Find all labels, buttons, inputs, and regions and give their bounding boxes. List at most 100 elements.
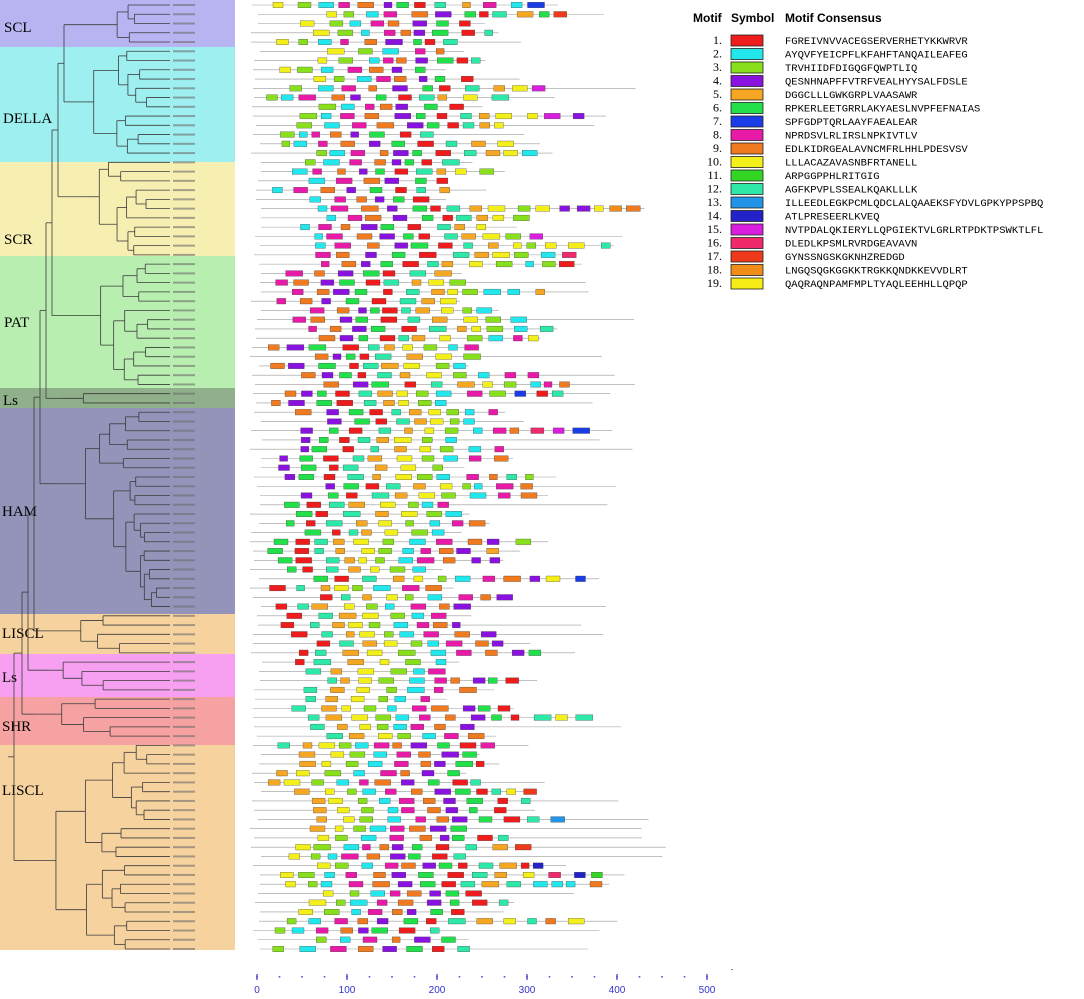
legend-motif-consensus: EDLKIDRGEALAVNCMFRLHHLPDESVSV — [785, 144, 968, 156]
phylogenetic-tree — [8, 4, 170, 950]
motif-block-8 — [401, 807, 415, 814]
motif-block-15 — [529, 233, 543, 240]
legend-motif-number: 5. — [713, 87, 722, 101]
motif-block-3 — [513, 214, 530, 221]
motif-block-5 — [411, 335, 426, 342]
motif-block-3 — [378, 677, 394, 684]
motif-block-10 — [435, 353, 452, 360]
motif-block-3 — [437, 575, 447, 582]
motif-block-6 — [437, 57, 454, 64]
motif-block-4 — [491, 640, 504, 647]
legend-motif-number: 7. — [713, 114, 722, 128]
motif-block-3 — [335, 862, 349, 869]
motif-block-3 — [453, 372, 467, 379]
motif-block-8 — [352, 122, 367, 129]
motif-block-3 — [305, 159, 316, 166]
motif-block-10 — [330, 751, 345, 758]
motif-block-2 — [293, 140, 308, 147]
motif-block-2 — [367, 760, 383, 767]
motif-block-1 — [323, 455, 339, 462]
motif-block-4 — [394, 113, 411, 120]
motif-block-1 — [371, 298, 387, 305]
motif-block-6 — [488, 677, 498, 684]
leaf-label — [173, 226, 195, 229]
motif-block-9 — [387, 20, 400, 27]
motif-block-12 — [313, 659, 332, 666]
motif-block-10 — [394, 437, 412, 443]
motif-block-6 — [345, 353, 356, 360]
legend-motif-consensus: AGFKPVPLSSEALKQAKLLLK — [785, 185, 918, 197]
motif-block-3 — [378, 548, 392, 554]
motif-block-1 — [510, 714, 520, 721]
axis-tick-mark — [548, 976, 551, 978]
motif-block-6 — [284, 501, 300, 508]
motif-block-9 — [401, 862, 416, 869]
motif-block-8 — [347, 214, 363, 221]
motif-block-5 — [361, 529, 372, 536]
axis-major-tick — [526, 974, 528, 980]
motif-block-3 — [418, 400, 432, 406]
motif-block-4 — [321, 298, 331, 305]
motif-block-10 — [396, 390, 408, 397]
motif-block-4 — [284, 474, 296, 480]
motif-block-3 — [495, 261, 513, 268]
motif-block-4 — [361, 261, 371, 268]
motif-block-9 — [434, 723, 446, 730]
motif-block-4 — [434, 760, 446, 767]
motif-block-1 — [438, 242, 453, 249]
motif-block-12 — [575, 714, 593, 721]
motif-block-2 — [422, 733, 436, 740]
leaf-label — [173, 809, 195, 812]
axis-tick-label: 400 — [609, 985, 626, 996]
motif-block-12 — [377, 372, 392, 379]
motif-block-12 — [446, 205, 461, 212]
motif-block-10 — [482, 233, 501, 240]
motif-block-5 — [462, 2, 471, 8]
motif-block-8 — [362, 844, 371, 851]
legend-header-symbol: Symbol — [731, 11, 774, 25]
motif-block-6 — [391, 140, 405, 147]
motif-block-5 — [394, 446, 407, 453]
motif-block-9 — [520, 483, 533, 490]
motif-block-8 — [347, 66, 363, 73]
motif-block-6 — [418, 872, 434, 878]
leaf-label — [173, 910, 195, 913]
leaf-label — [173, 901, 195, 904]
motif-block-1 — [369, 409, 383, 416]
motif-block-12 — [409, 270, 427, 277]
motif-block-2 — [387, 807, 399, 814]
motif-block-5 — [340, 677, 350, 684]
motif-block-5 — [374, 464, 388, 471]
motif-block-9 — [323, 381, 339, 388]
motif-block-3 — [311, 779, 324, 786]
motif-block-10 — [276, 39, 289, 45]
motif-block-6 — [406, 946, 423, 952]
motif-block-9 — [411, 788, 423, 795]
motif-block-3 — [274, 927, 286, 934]
leaf-label — [173, 587, 195, 590]
motif-block-4 — [439, 834, 450, 841]
motif-block-5 — [413, 483, 426, 490]
motif-block-5 — [437, 94, 448, 101]
motif-block-2 — [510, 316, 527, 323]
axis-tick-mark — [481, 976, 483, 978]
leaf-label — [173, 22, 195, 25]
motif-block-5 — [492, 844, 508, 851]
motif-block-9 — [626, 205, 641, 212]
motif-block-9 — [419, 834, 433, 841]
motif-block-10 — [337, 807, 350, 814]
motif-block-1 — [458, 862, 468, 869]
motif-block-12 — [296, 585, 305, 592]
motif-block-3 — [310, 853, 321, 860]
motif-block-4 — [434, 788, 451, 795]
legend-motif-swatch — [730, 75, 764, 87]
leaf-label — [173, 263, 195, 266]
motif-block-2 — [478, 372, 490, 379]
motif-block-9 — [318, 335, 336, 342]
motif-block-9 — [436, 816, 449, 823]
motif-block-3 — [517, 205, 531, 212]
motif-block-2 — [435, 659, 447, 666]
leaf-label — [173, 235, 195, 238]
motif-block-8 — [420, 696, 430, 703]
